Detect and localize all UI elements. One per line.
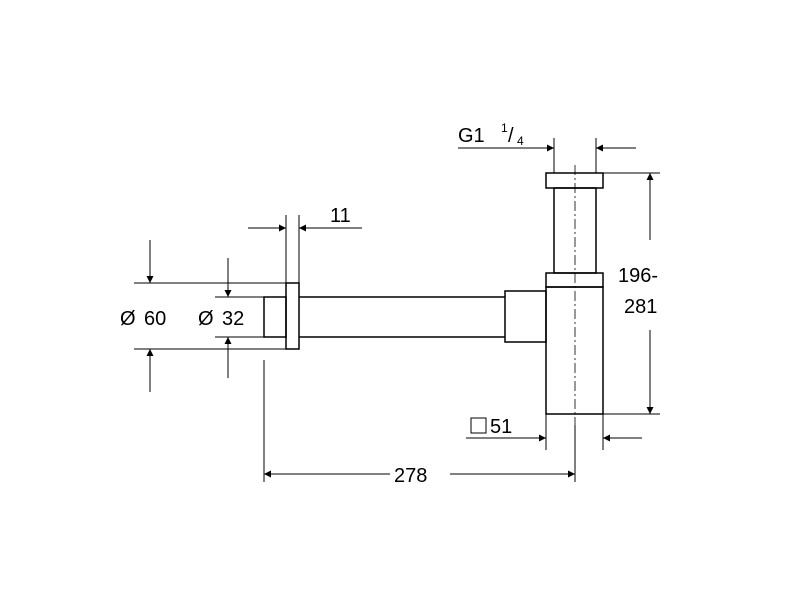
pipe-diameter-label: 32	[222, 308, 244, 330]
flange-diameter-label: 60	[144, 308, 166, 330]
siphon-part	[263, 165, 604, 425]
length-dimension: 278	[263, 360, 576, 487]
bottle-body	[545, 286, 604, 415]
length-label: 278	[394, 465, 427, 487]
flange-diameter-dimension: Ø 60	[120, 240, 286, 392]
diameter-symbol: Ø	[198, 308, 214, 330]
thread-fraction-denominator: 4	[517, 134, 524, 148]
pipe-sleeve	[504, 290, 547, 343]
flange-thickness-dimension: 11	[248, 205, 362, 283]
flange-thickness-label: 11	[330, 205, 351, 227]
square-symbol-icon	[470, 417, 487, 434]
pipe-diameter-dimension: Ø 32	[198, 258, 264, 378]
height-dimension: 196- 281	[603, 172, 660, 415]
body-square-label: 51	[490, 416, 512, 438]
thread-label: G1	[458, 125, 485, 147]
wall-pipe-stub	[263, 296, 287, 338]
height-label-max: 281	[624, 296, 657, 318]
thread-fraction-slash: /	[508, 125, 514, 147]
body-square-dimension: 51	[466, 414, 642, 450]
collar-ring	[545, 272, 604, 288]
thread-fraction-numerator: 1	[501, 121, 508, 135]
thread-dimension: G1 1 / 4	[458, 121, 636, 173]
wall-flange	[285, 282, 300, 350]
top-nut	[545, 172, 604, 189]
diameter-symbol: Ø	[120, 308, 136, 330]
height-label-min: 196-	[618, 265, 658, 287]
